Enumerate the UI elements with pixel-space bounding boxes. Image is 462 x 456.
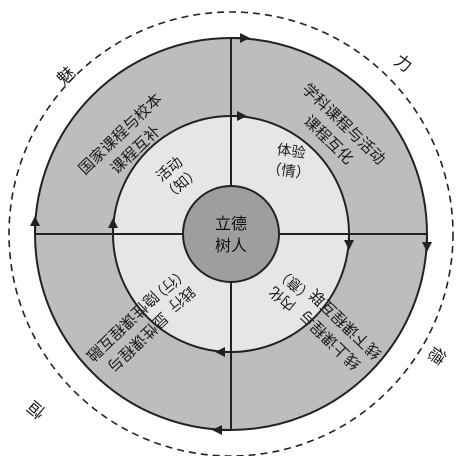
inner-top-right-line-1: 体验: [276, 141, 308, 162]
center-core: [182, 185, 280, 283]
center-line-2: 树人: [215, 236, 247, 255]
outer-word-top-right: 力: [390, 51, 415, 77]
center-line-1: 立德: [215, 214, 247, 233]
inner-label-top-right: 体验 （情）: [266, 141, 311, 183]
outer-word-top-left: 魅: [54, 63, 80, 89]
outer-word-bottom-left: 恒: [24, 396, 50, 422]
inner-top-right-line-2: （情）: [266, 160, 311, 183]
outer-word-bottom-right: 德: [423, 342, 449, 367]
outer-dashed-circle: [8, 11, 454, 456]
